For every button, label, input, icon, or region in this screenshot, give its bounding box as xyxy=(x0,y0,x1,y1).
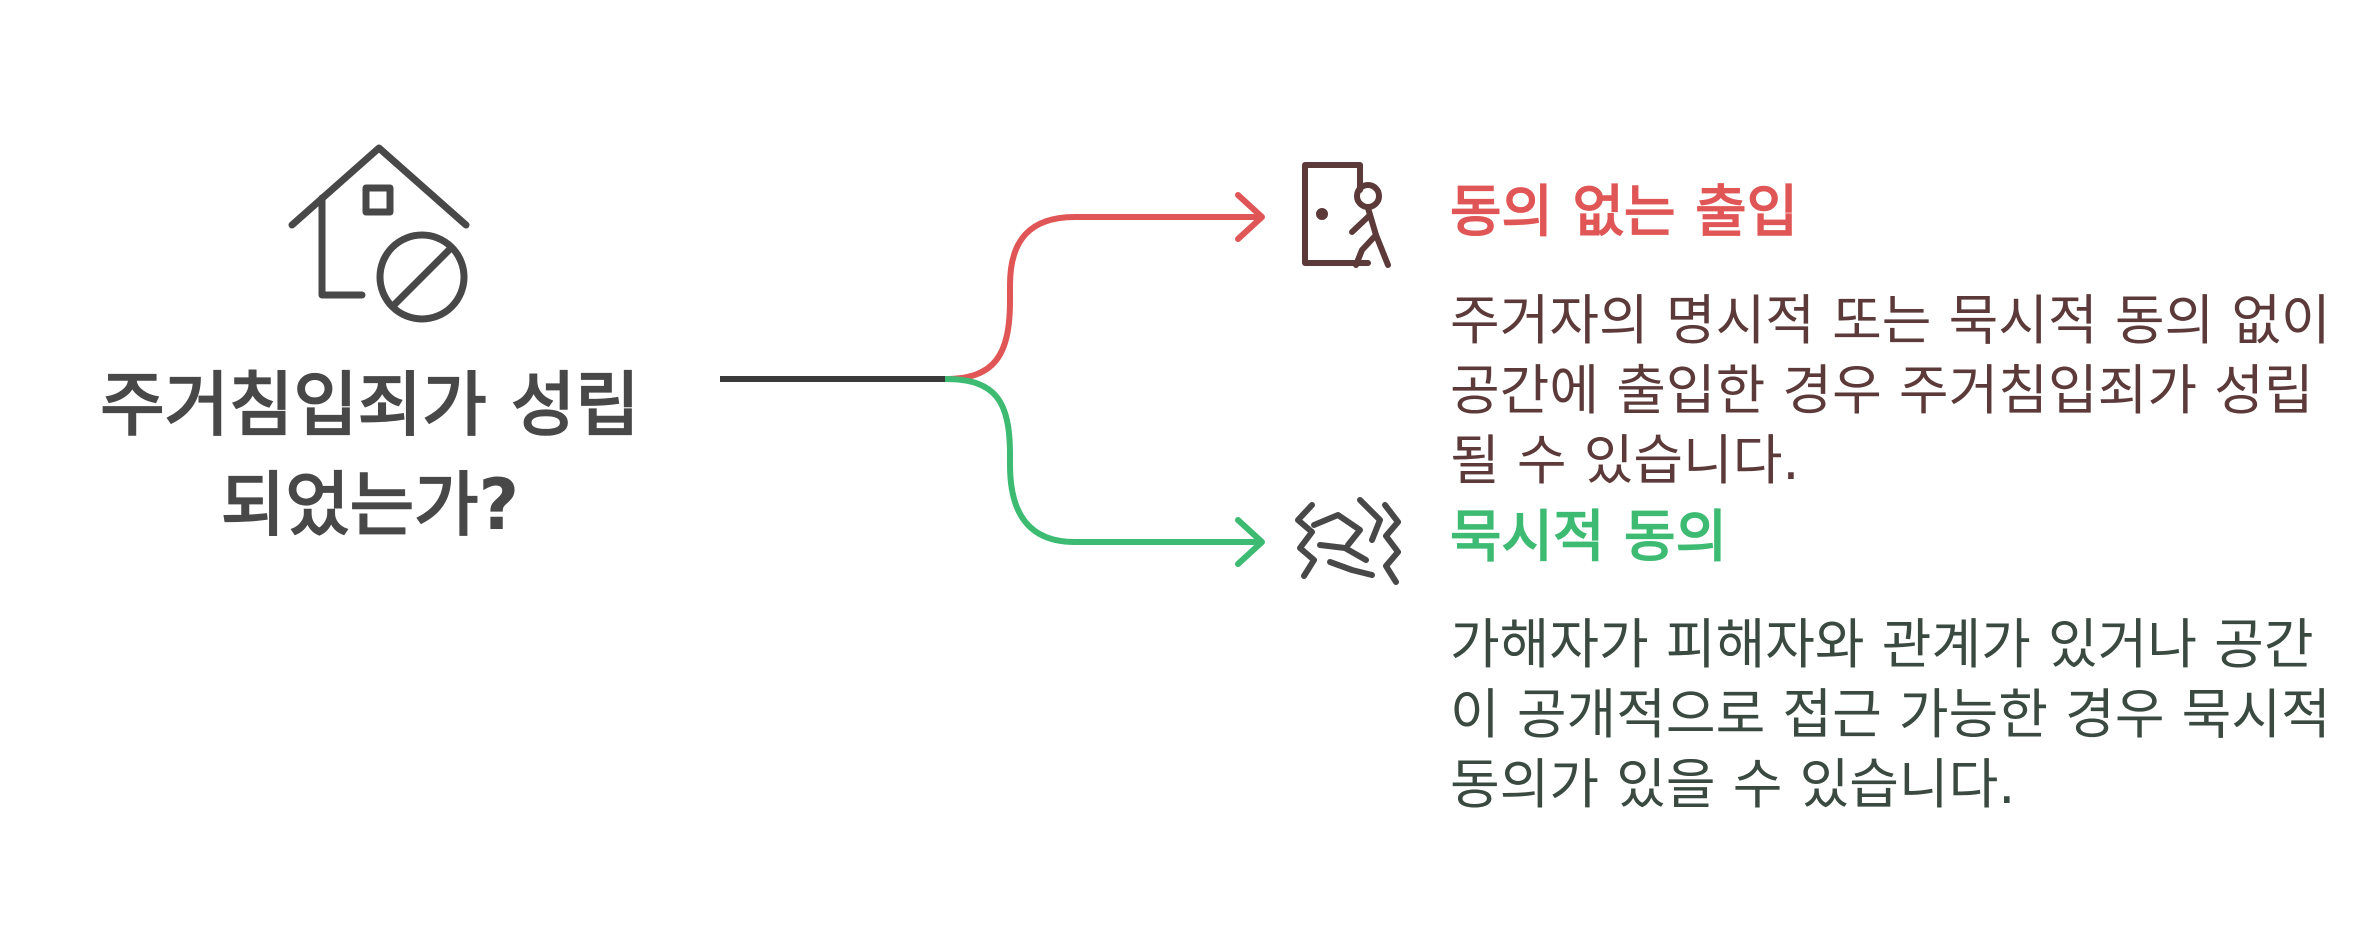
house-prohibited-icon xyxy=(288,144,470,323)
branch-title-implied-consent: 묵시적 동의 xyxy=(1450,505,1728,570)
branch-connector-no-consent xyxy=(944,214,1262,382)
branch-title-no-consent: 동의 없는 출입 xyxy=(1450,180,1799,245)
question-text: 주거침입죄가 성립 되었는가? xyxy=(60,355,680,555)
branch-description-no-consent: 주거자의 명시적 또는 묵시적 동의 없이 공간에 출입한 경우 주거침입죄가 … xyxy=(1450,289,2331,492)
arrow-head-no-consent xyxy=(1235,192,1265,242)
branch-connector-implied-consent xyxy=(944,376,1262,545)
branch-description-implied-consent: 가해자가 피해자와 관계가 있거나 공간이 공개적으로 접근 가능한 경우 묵시… xyxy=(1450,613,2331,816)
handshake-icon xyxy=(1295,497,1401,585)
person-at-door-icon xyxy=(1302,162,1391,268)
question-line-2: 되었는가? xyxy=(220,464,520,546)
question-line-1: 주거침입죄가 성립 xyxy=(100,364,640,446)
arrow-head-implied-consent xyxy=(1235,517,1265,567)
